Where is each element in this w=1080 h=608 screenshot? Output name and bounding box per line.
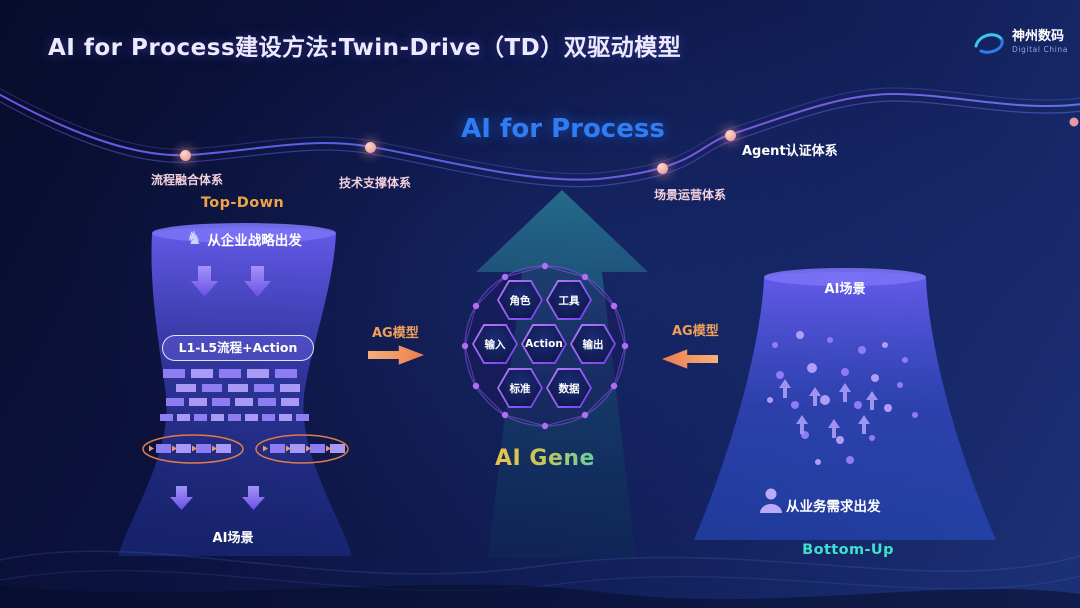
top-down-label: Top-Down [200, 195, 285, 211]
highlight-ellipses [142, 434, 349, 464]
milestone-dot-agent [725, 130, 736, 141]
hex-output: 输出 [570, 324, 616, 364]
strategy-label: ♞ 从企业战略出发 [164, 228, 324, 250]
business-need-label: 从业务需求出发 [786, 499, 881, 515]
milestone-label-process: 流程融合体系 [150, 173, 223, 187]
right-ai-scene-label: AI场景 [824, 282, 866, 297]
right-funnel-shape [694, 268, 996, 540]
up-arrows-icon [779, 379, 878, 438]
logo-name: 神州数码 [1012, 29, 1065, 45]
milestone-dot-tech [365, 142, 376, 153]
scatter-dots [767, 331, 918, 465]
milestone-label-agent: Agent认证体系 [742, 144, 838, 159]
milestone-dot-scene [657, 163, 668, 174]
milestone-label-tech: 技术支撑体系 [338, 176, 411, 190]
ai-gene-label: AI Gene [465, 446, 625, 471]
hex-action: Action [521, 324, 567, 364]
logo-subtitle: Digital China [1012, 44, 1068, 54]
logo-text: 神州数码 Digital China [1012, 29, 1068, 54]
left-ai-scene-label: AI场景 [212, 531, 254, 546]
digital-china-logo-icon [974, 33, 1004, 54]
curve-end-dot [1069, 117, 1079, 127]
bottom-up-label: Bottom-Up [802, 542, 894, 558]
process-tree [142, 369, 349, 464]
milestone-dot-process [180, 150, 191, 161]
curve-title: AI for Process [461, 114, 665, 144]
milestone-label-scene: 场景运营体系 [653, 188, 726, 202]
knight-icon: ♞ [186, 228, 203, 249]
hex-data: 数据 [546, 368, 592, 408]
person-icon [760, 488, 782, 513]
brand-logo: 神州数码 Digital China [972, 25, 1068, 59]
strategy-text: 从企业战略出发 [207, 233, 302, 249]
ag-model-left-label: AG模型 [372, 326, 419, 341]
bottom-waves [0, 550, 1080, 608]
down-arrows-icon [170, 266, 271, 510]
l1-l5-pill: L1-L5流程+Action [162, 335, 314, 361]
hex-tool: 工具 [546, 280, 592, 320]
page-title: AI for Process建设方法:Twin-Drive（TD）双驱动模型 [48, 35, 682, 61]
ag-model-right-label: AG模型 [672, 324, 719, 339]
